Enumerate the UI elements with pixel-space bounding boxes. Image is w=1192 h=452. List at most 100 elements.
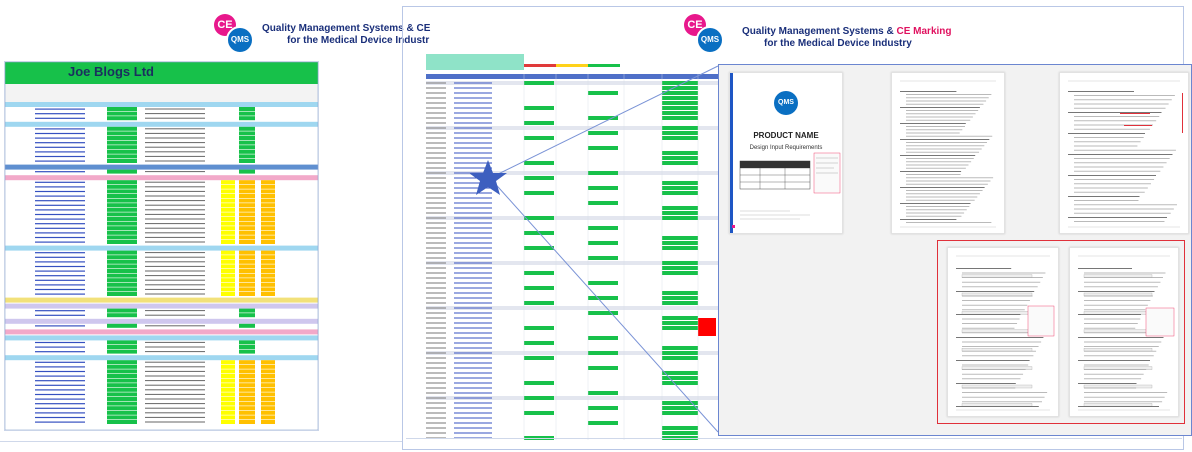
text-line [906,148,982,150]
green-cell [524,356,554,360]
row-id [426,377,446,379]
row-link [35,341,85,344]
spreadsheet-thumbnail[interactable]: Joe Blogs Ltd [4,61,319,431]
orange-cell [239,415,255,420]
text-line [1084,387,1137,389]
green-cell [588,241,618,245]
yellow-cell [221,212,235,217]
doc-cover-page[interactable]: QMS PRODUCT NAME Design Input Requiremen… [729,72,843,234]
row-link [35,351,85,353]
text-line [1084,401,1163,403]
orange-cell [261,369,275,374]
text-line [956,383,1016,384]
green-cell [662,181,698,185]
text-line [1074,141,1141,143]
status-cell [107,273,137,278]
row-text [145,117,205,119]
row-id [426,332,446,334]
green-cell [239,140,255,145]
row-link [454,102,492,104]
orange-cell [261,278,275,283]
doc-intro-page[interactable] [1059,72,1189,234]
text-line [1074,191,1145,193]
row-text [145,137,205,139]
row-link [35,346,85,348]
orange-cell [261,189,275,194]
green-cell [524,301,554,305]
text-line [1084,327,1136,329]
green-cell [239,154,255,159]
text-line [900,155,976,156]
row-link [35,241,85,243]
orange-cell [261,397,275,401]
row-id [426,407,446,409]
orange-cell [261,406,275,411]
doc-design-inputs-page-2[interactable] [1069,247,1179,417]
row-id [426,202,446,204]
row-link [454,272,492,274]
orange-cell [239,259,255,264]
text-line [900,203,971,204]
yellow-cell [221,420,235,424]
row-link [35,181,85,183]
doc-contents-page[interactable] [891,72,1005,234]
row-id [426,297,446,299]
doc-design-inputs-page[interactable] [947,247,1059,417]
orange-cell [261,235,275,240]
row-link [35,314,85,316]
row-id [426,367,446,369]
markup-red [1124,125,1152,126]
yellow-cell [221,198,235,203]
green-cell [524,246,554,250]
row-link [454,182,492,184]
row-text [145,270,205,272]
green-cell [239,131,255,136]
text-line [906,183,988,185]
green-cell [662,101,698,105]
green-cell [588,171,618,175]
text-line [1078,291,1155,292]
text-line [1078,383,1137,384]
yellow-cell [221,406,235,411]
status-cell [107,154,137,159]
row-link [35,137,85,139]
orange-cell [239,203,255,208]
row-link [35,384,85,386]
text-line [906,129,963,131]
yellow-cell [221,278,235,283]
orange-cell [239,207,255,212]
orange-cell [239,406,255,411]
row-link [35,227,85,229]
row-link [454,212,492,214]
text-line [906,97,989,99]
document-preview-area: QMS PRODUCT NAME Design Input Requiremen… [718,64,1192,436]
row-text [145,325,205,327]
orange-cell [261,401,275,406]
yellow-cell [221,230,235,235]
text-line [906,145,985,147]
row-text [145,421,205,423]
text-line [1084,272,1166,274]
status-cell [107,313,137,318]
doc-design-inputs-lines-2 [1078,255,1175,411]
text-line [906,116,973,118]
row-text [145,416,205,418]
green-cell [662,191,698,195]
orange-cell [239,383,255,388]
orange-cell [261,221,275,226]
legend-yellow [556,64,588,67]
row-link [35,128,85,130]
orange-cell [239,264,255,269]
row-link [454,87,492,89]
yellow-cell [221,194,235,198]
green-cell [524,136,554,140]
text-line [1068,133,1145,134]
green-cell [524,161,554,165]
row-text [145,314,205,316]
green-cell [662,406,698,410]
traceability-sheet[interactable] [426,54,722,440]
orange-cell [261,383,275,388]
text-line [1074,95,1175,96]
row-id [426,277,446,279]
text-line [900,123,966,124]
